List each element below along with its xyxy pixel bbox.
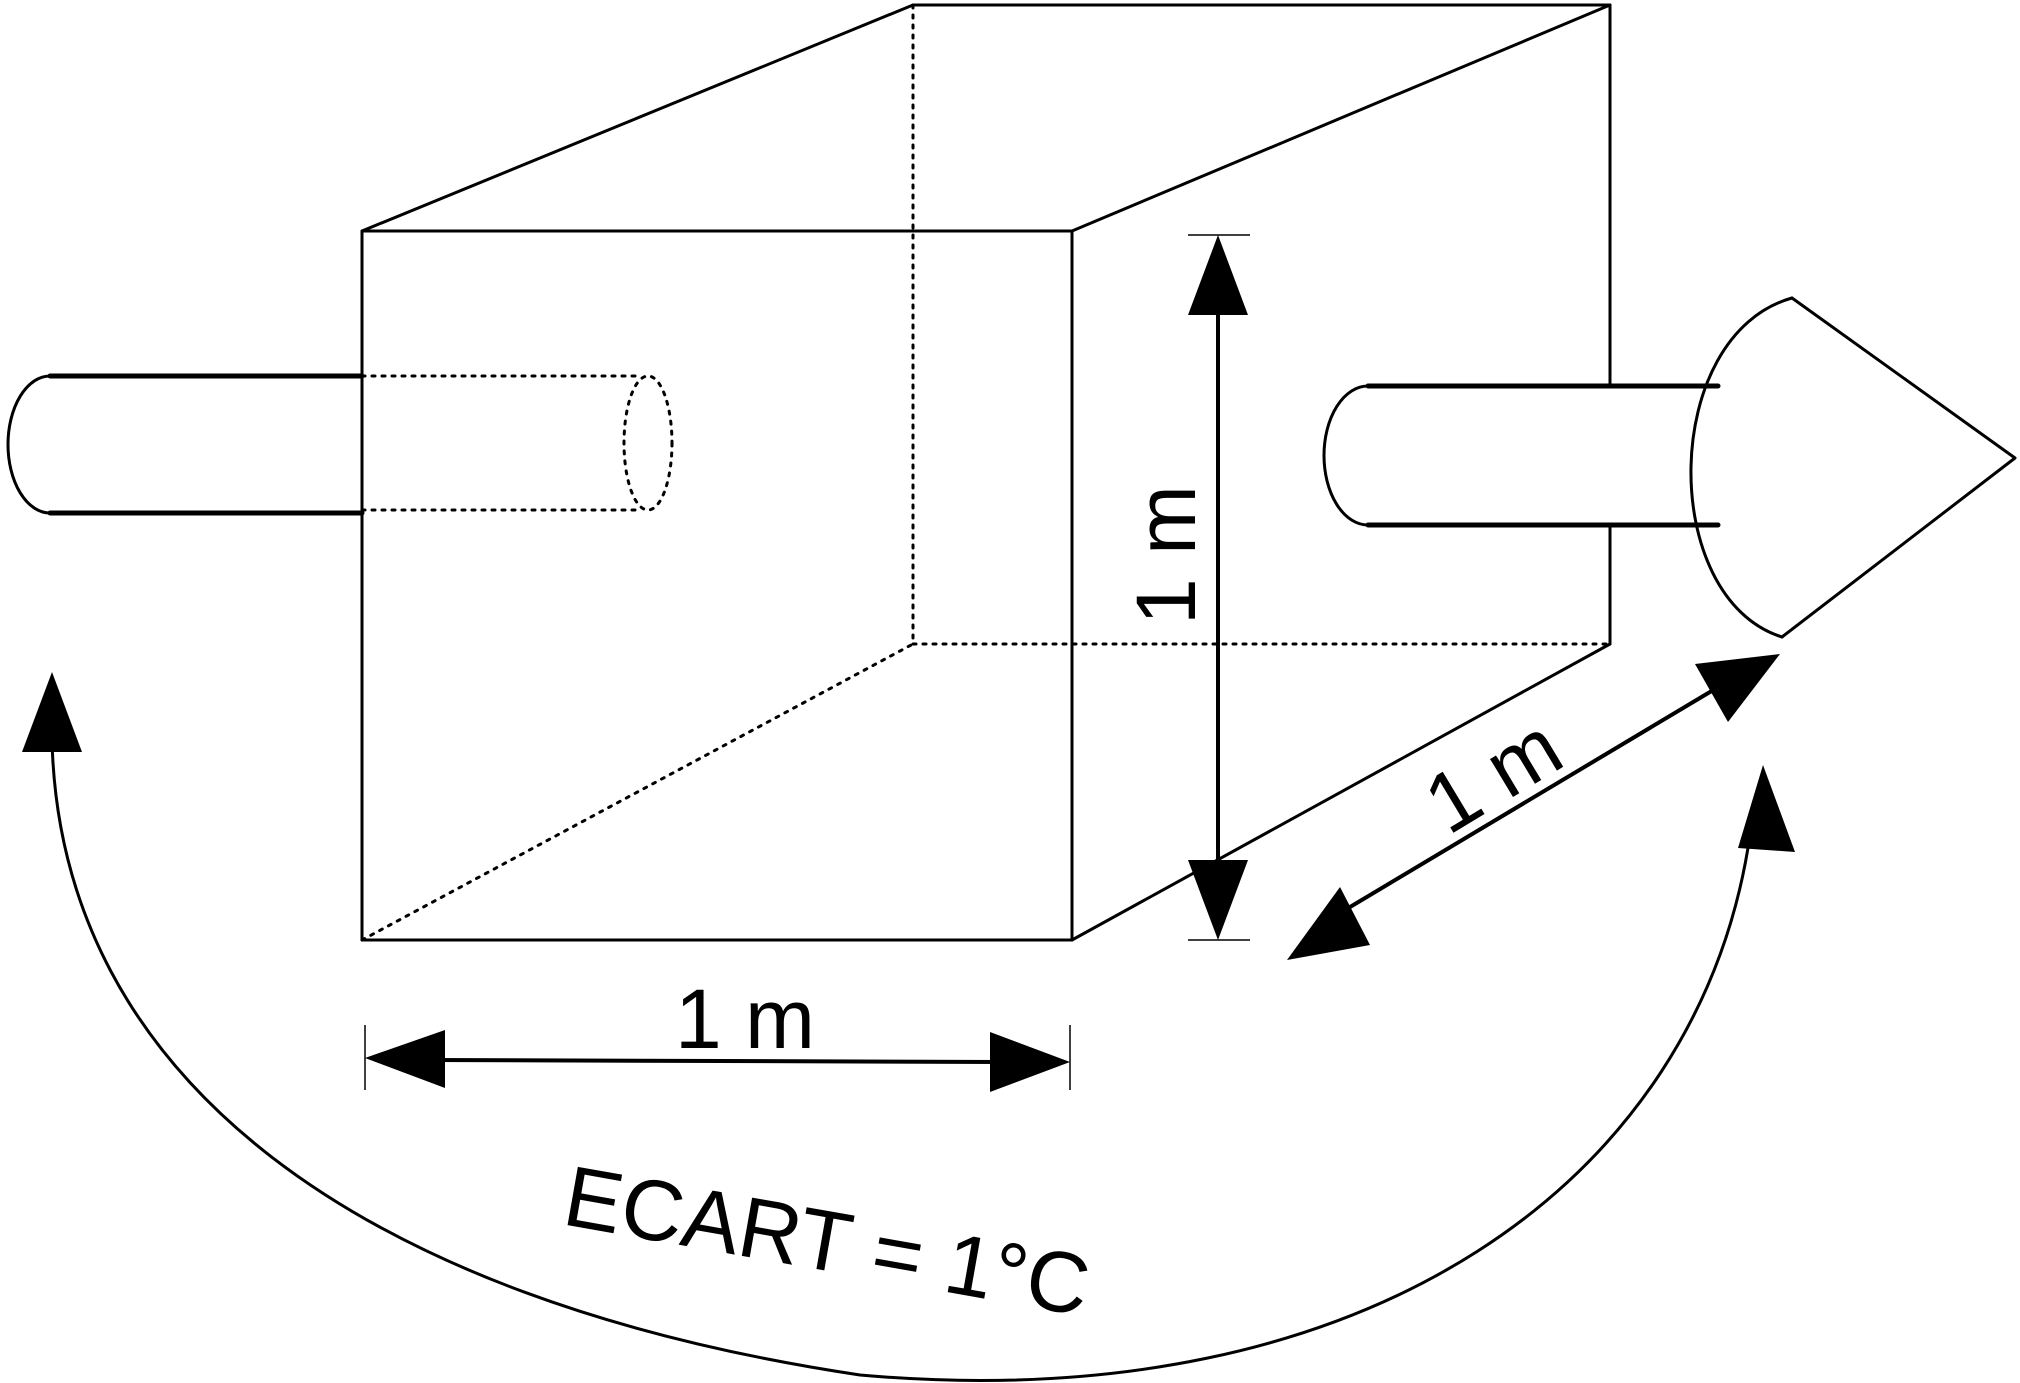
- inlet-pipe-end-cap: [6, 374, 51, 515]
- height-arrow-up: [1188, 235, 1248, 315]
- cube: [360, 3, 1612, 942]
- outlet-cone-tip: [1780, 296, 2017, 639]
- inlet-pipe: [6, 373, 674, 516]
- ecart-arrow-left: [22, 672, 82, 752]
- outlet-pipe: [1322, 296, 2017, 639]
- ecart-arc-curve: [50, 739, 1752, 1382]
- cube-bottom-right-edge: [1070, 642, 1612, 942]
- width-dimension: [364, 1025, 1071, 1092]
- height-dimension: [1188, 234, 1250, 941]
- height-label: 1 m: [1119, 485, 1213, 625]
- depth-dimension: [1287, 654, 1780, 960]
- cube-front-face: [360, 229, 1074, 942]
- ecart-arc: [22, 672, 1795, 1382]
- depth-arrow-upper: [1695, 654, 1780, 722]
- ecart-label: ECART = 1°C: [557, 1148, 1096, 1335]
- width-label: 1 m: [675, 972, 815, 1066]
- width-dimension-line: [429, 1058, 1001, 1064]
- hidden-edge-back-diagonal: [360, 642, 915, 942]
- inlet-pipe-hidden-end: [622, 374, 674, 512]
- width-arrow-left: [365, 1030, 445, 1088]
- ecart-arrow-right: [1738, 765, 1795, 852]
- depth-arrow-lower: [1287, 887, 1370, 960]
- outlet-pipe-end-cap: [1322, 384, 1369, 527]
- cube-top-right-edge: [1070, 3, 1612, 233]
- depth-dimension-line: [1338, 684, 1722, 915]
- width-arrow-right: [990, 1032, 1070, 1092]
- cube-hidden-edges: [360, 3, 1612, 942]
- depth-label: 1 m: [1409, 699, 1577, 852]
- cube-top-left-edge: [360, 3, 915, 233]
- outlet-cone-base: [1689, 296, 1794, 639]
- height-arrow-down: [1188, 860, 1248, 940]
